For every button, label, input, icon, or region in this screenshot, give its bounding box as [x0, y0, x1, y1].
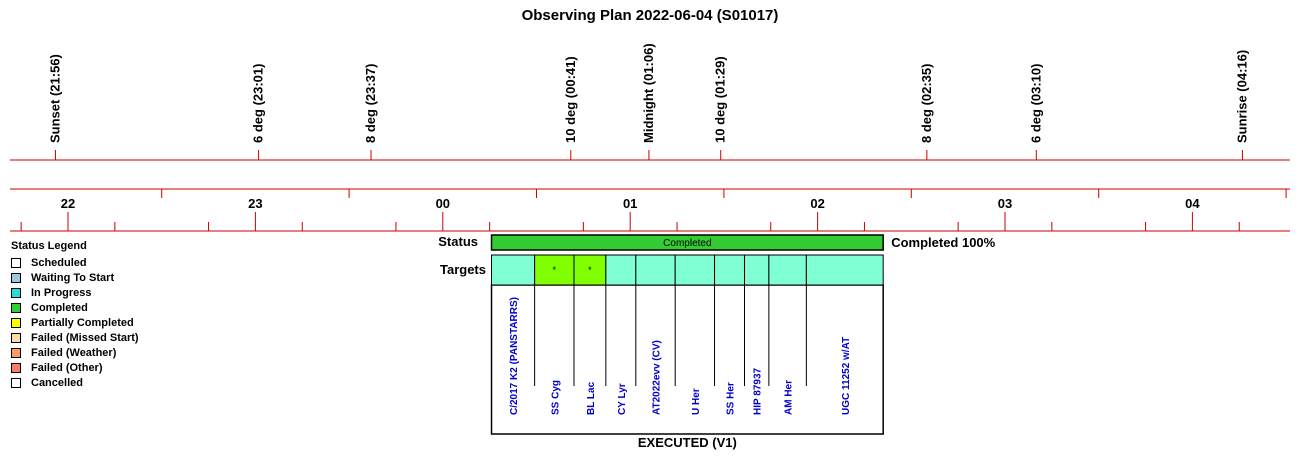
legend-swatch: [11, 377, 21, 388]
status-bar-text: Completed: [663, 238, 711, 249]
event-label: Sunrise (04:16): [1234, 50, 1249, 143]
legend-item: Failed (Other): [11, 360, 139, 375]
target-name: CY Lyr: [617, 383, 628, 415]
hour-label: 23: [248, 196, 262, 211]
legend-label: Completed: [31, 301, 88, 314]
legend-label: Scheduled: [31, 256, 87, 269]
legend-swatch: [11, 257, 21, 268]
target-name: SS Cyg: [550, 380, 561, 415]
target-name: AT2022evv (CV): [651, 340, 662, 415]
target-name: BL Lac: [586, 381, 597, 415]
target-name: C/2017 K2 (PANSTARRS): [509, 297, 520, 415]
legend-label: Partially Completed: [31, 316, 134, 329]
status-bar: [490, 234, 884, 251]
legend-item: In Progress: [11, 285, 139, 300]
target-block: [534, 254, 575, 286]
time-axis: 22 23 00 01 02 03 04: [10, 159, 1290, 232]
status-summary: Completed 100%: [891, 235, 995, 250]
event-label: 10 deg (00:41): [563, 56, 578, 143]
legend-item: Failed (Missed Start): [11, 330, 139, 345]
event-label: Sunset (21:56): [47, 54, 62, 143]
targets-row-label: Targets: [440, 262, 486, 277]
legend-swatch: [11, 302, 21, 313]
legend-title: Status Legend: [11, 240, 87, 252]
target-block: [805, 254, 884, 286]
target-block: [674, 254, 716, 286]
chart-title: Observing Plan 2022-06-04 (S01017): [522, 7, 779, 24]
legend-label: Failed (Missed Start): [31, 331, 139, 344]
event-label: 6 deg (23:01): [251, 64, 266, 143]
event-markers: Sunset (21:56) 6 deg (23:01) 8 deg (23:37)…: [47, 43, 1249, 160]
legend-item: Failed (Weather): [11, 345, 139, 360]
hour-label: 00: [436, 196, 450, 211]
target-block: [744, 254, 770, 286]
target-block: [635, 254, 676, 286]
legend-swatch: [11, 332, 21, 343]
event-label: 8 deg (02:35): [919, 64, 934, 143]
legend-swatch: [11, 347, 21, 358]
hour-label: 01: [623, 196, 637, 211]
event-label: 6 deg (03:10): [1028, 64, 1043, 143]
schedule-rows: Status Completed Completed 100% TargetsC/20…: [438, 234, 995, 450]
legend-label: Failed (Other): [31, 361, 103, 374]
target-name: U Her: [691, 388, 702, 415]
hour-label: 04: [1185, 196, 1200, 211]
target-block: [714, 254, 746, 286]
hour-label: 03: [998, 196, 1012, 211]
target-mark: *: [588, 265, 592, 275]
target-block: [605, 254, 637, 286]
legend-item: Partially Completed: [11, 315, 139, 330]
legend-label: In Progress: [31, 286, 92, 299]
target-name: SS Her: [726, 382, 737, 415]
legend-swatch: [11, 362, 21, 373]
legend-item: Waiting To Start: [11, 270, 139, 285]
target-name: AM Her: [784, 380, 795, 415]
legend-label: Waiting To Start: [31, 271, 115, 284]
legend-item: Completed: [11, 300, 139, 315]
event-label: 10 deg (01:29): [713, 56, 728, 143]
legend-swatch: [11, 287, 21, 298]
target-name: UGC 11252 w/AT: [841, 337, 852, 415]
legend-swatch: [11, 317, 21, 328]
hour-label: 22: [61, 196, 75, 211]
legend-item: Scheduled: [11, 255, 139, 270]
hour-label: 02: [810, 196, 824, 211]
legend-item: Cancelled: [11, 375, 139, 390]
event-label: 8 deg (23:37): [363, 64, 378, 143]
legend-swatch: [11, 272, 21, 283]
event-label: Midnight (01:06): [641, 43, 656, 143]
legend-label: Cancelled: [31, 376, 83, 389]
executed-label: EXECUTED (V1): [638, 435, 737, 450]
status-row-label: Status: [438, 234, 478, 249]
legend-label: Failed (Weather): [31, 346, 117, 359]
target-block: [768, 254, 807, 286]
target-name: HIP 87937: [753, 367, 764, 415]
target-mark: *: [553, 265, 557, 275]
target-block: [491, 254, 536, 286]
